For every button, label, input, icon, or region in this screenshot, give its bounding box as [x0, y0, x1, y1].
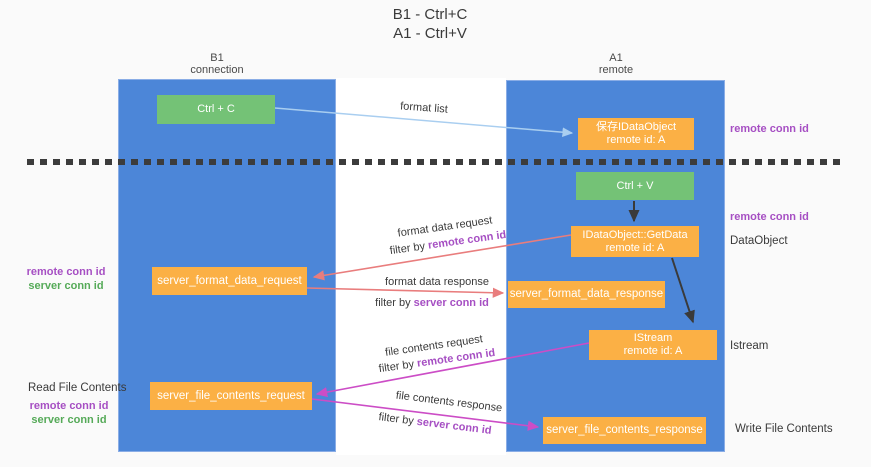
- title-line-1: B1 - Ctrl+C: [392, 6, 468, 23]
- istream-box: IStream remote id: A: [589, 330, 717, 360]
- phase-divider-dashed-line: [27, 159, 845, 165]
- left-conn-id-annotation-mid: remote conn id server conn id: [24, 265, 108, 293]
- remote-conn-id-annotation-top: remote conn id: [730, 123, 809, 135]
- left-conn-id-annotation-bottom: remote conn id server conn id: [27, 399, 111, 427]
- server-file-contents-request-label: server_file_contents_request: [157, 389, 305, 402]
- diagram-title: B1 - Ctrl+C A1 - Ctrl+V: [393, 5, 468, 43]
- server-format-data-request-label: server_format_data_request: [157, 274, 302, 287]
- save-idataobject-line1: 保存IDataObject: [595, 121, 677, 133]
- save-idataobject-line2: remote id: A: [606, 134, 666, 146]
- remote-conn-id-text: remote conn id: [26, 266, 106, 278]
- write-file-contents-annotation: Write File Contents: [735, 423, 833, 435]
- lifeline-b1-name: B1: [210, 52, 224, 64]
- server-conn-id-text: server conn id: [28, 280, 104, 292]
- idataobject-getdata-box: IDataObject::GetData remote id: A: [571, 226, 699, 257]
- ctrl-c-label: Ctrl + C: [197, 103, 235, 115]
- server-format-data-request-box: server_format_data_request: [152, 267, 307, 295]
- lifeline-header-b1: B1 connection: [190, 52, 243, 76]
- lifeline-a1-name: A1: [609, 52, 623, 64]
- server-conn-id-text: server conn id: [31, 414, 107, 426]
- lifeline-a1-role: remote: [598, 64, 634, 76]
- getdata-line2: remote id: A: [605, 241, 665, 254]
- server-format-data-response-box: server_format_data_response: [508, 281, 665, 308]
- filter-by-text: filter by: [375, 297, 411, 309]
- istream-line1: IStream: [633, 332, 673, 344]
- dataobject-annotation: DataObject: [730, 235, 788, 247]
- lifeline-b1-role: connection: [190, 64, 244, 76]
- format-data-response-filter-label: filter by server conn id: [375, 297, 489, 309]
- istream-line2: remote id: A: [623, 345, 683, 357]
- ctrl-v-label: Ctrl + V: [616, 179, 654, 192]
- server-file-contents-response-label: server_file_contents_response: [546, 424, 703, 436]
- remote-conn-id-text: remote conn id: [29, 400, 109, 412]
- istream-annotation: Istream: [730, 340, 769, 352]
- remote-conn-id-annotation-mid: remote conn id: [730, 211, 809, 223]
- format-data-response-label: format data response: [385, 276, 489, 288]
- getdata-line1: IDataObject::GetData: [582, 228, 688, 241]
- title-line-2: A1 - Ctrl+V: [393, 25, 467, 42]
- read-file-contents-annotation: Read File Contents: [28, 382, 127, 394]
- save-idataobject-box: 保存IDataObject remote id: A: [578, 118, 694, 150]
- lifeline-header-a1: A1 remote: [599, 52, 633, 76]
- server-file-contents-response-box: server_file_contents_response: [543, 417, 706, 444]
- server-file-contents-request-box: server_file_contents_request: [150, 382, 312, 410]
- server-format-data-response-label: server_format_data_response: [509, 288, 664, 300]
- ctrl-v-box: Ctrl + V: [576, 172, 694, 200]
- server-conn-id-text: server conn id: [413, 297, 489, 309]
- ctrl-c-box: Ctrl + C: [157, 95, 275, 124]
